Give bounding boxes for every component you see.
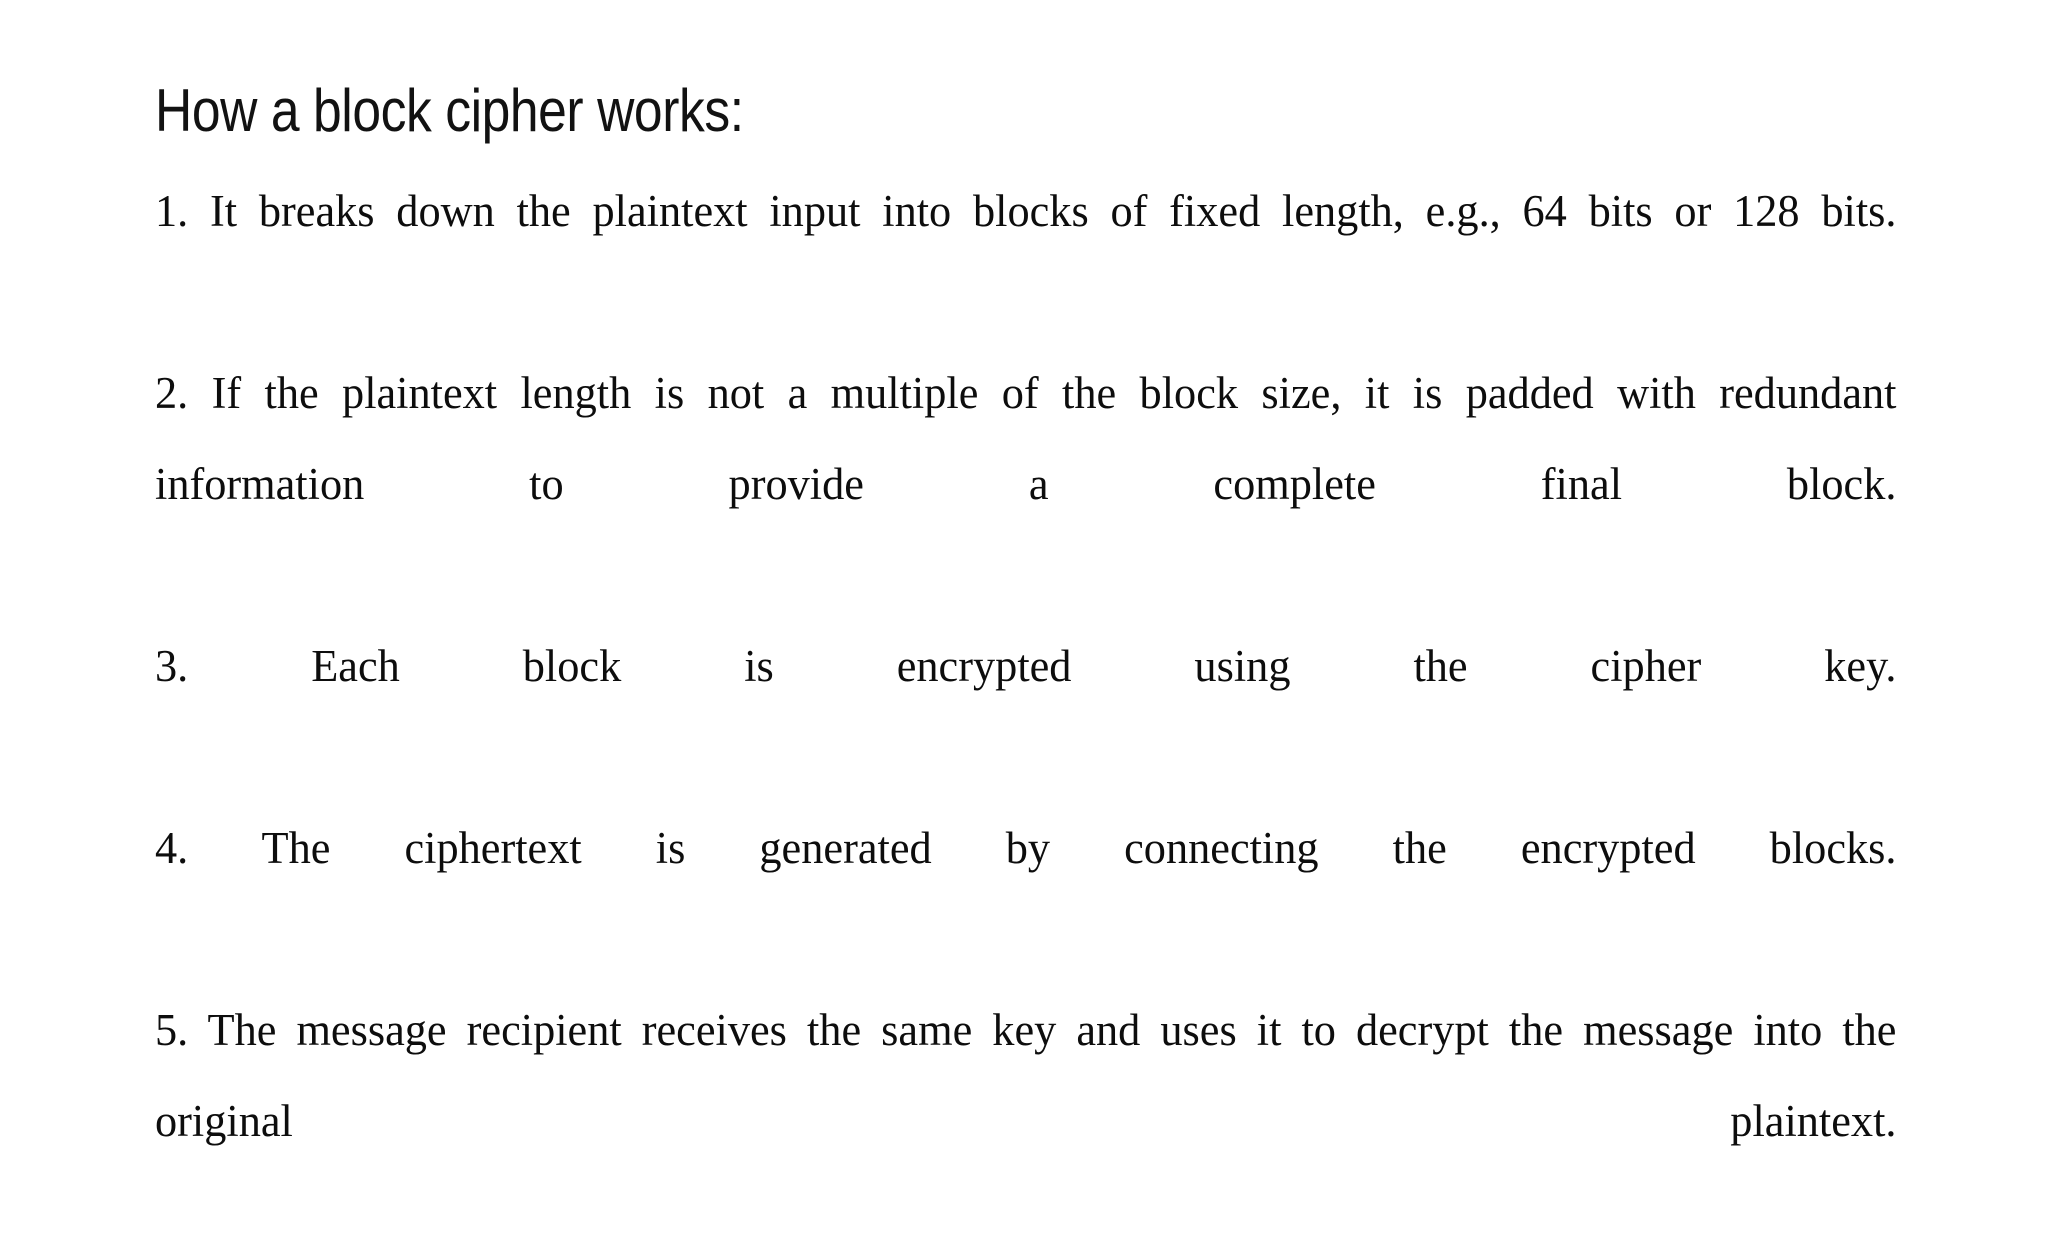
document-page: How a block cipher works: 1. It breaks d… <box>155 77 1897 1146</box>
list-item: 5. The message recipient receives the sa… <box>155 1005 1897 1146</box>
list-item: 1. It breaks down the plaintext input in… <box>155 186 1897 236</box>
document-content: How a block cipher works: 1. It breaks d… <box>155 72 1923 1258</box>
page-title: How a block cipher works: <box>155 77 744 144</box>
list-item: 2. If the plaintext length is not a mult… <box>155 368 1897 509</box>
list-item: 3. Each block is encrypted using the cip… <box>155 641 1897 691</box>
list-item: 4. The ciphertext is generated by connec… <box>155 823 1897 873</box>
